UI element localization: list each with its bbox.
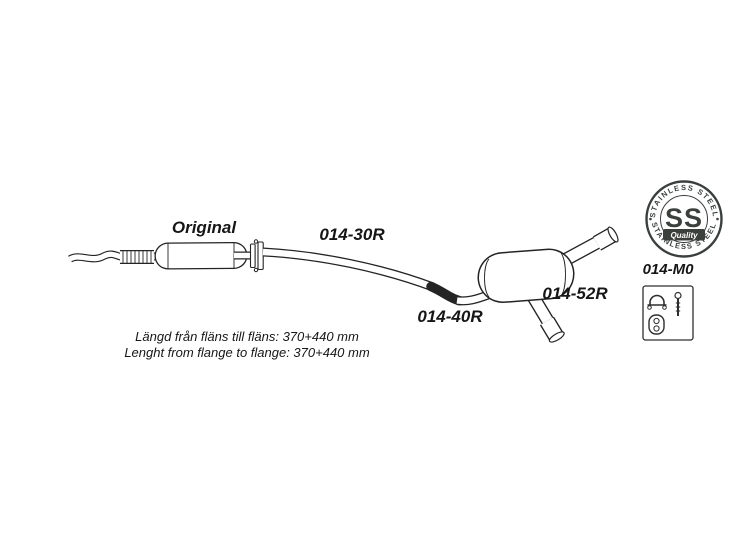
ss-quality-badge: STAINLESS STEEL STAINLESS STEEL SS Quali… — [645, 180, 723, 258]
badge-quality-banner — [663, 229, 705, 241]
badge-ss-text: SS — [665, 203, 703, 233]
front-pipe — [262, 247, 435, 292]
badge-quality-text: Quality — [670, 231, 698, 240]
front-pipe-label: 014-30R — [319, 225, 385, 244]
mid-pipe-label: 014-40R — [417, 307, 483, 326]
mid-pipe-bend — [426, 281, 464, 306]
tailpipe-bottom-tip — [548, 331, 565, 343]
original-exhaust-drawing — [68, 239, 264, 273]
note-swedish: Längd från fläns till fläns: 370+440 mm — [135, 329, 359, 344]
flange-joint — [249, 243, 256, 269]
mounting-kit-box — [642, 285, 694, 341]
tailpipe-top-tip — [607, 226, 619, 243]
flex-pipe-ribs — [122, 250, 152, 264]
sport-exhaust-drawing — [262, 226, 619, 343]
mounting-kit-label: 014-M0 — [643, 261, 695, 278]
part-labels: Original 014-30R 014-40R 014-52R 014-M0 — [172, 218, 694, 326]
rear-silencer-label: 014-52R — [542, 284, 608, 303]
length-notes: Längd från fläns till fläns: 370+440 mm … — [124, 329, 370, 360]
original-label: Original — [172, 218, 238, 237]
rubber-hanger-icon — [648, 314, 665, 335]
clamp-icon — [647, 294, 667, 310]
screw-icon — [674, 291, 682, 316]
note-english: Lenght from flange to flange: 370+440 mm — [124, 345, 370, 360]
